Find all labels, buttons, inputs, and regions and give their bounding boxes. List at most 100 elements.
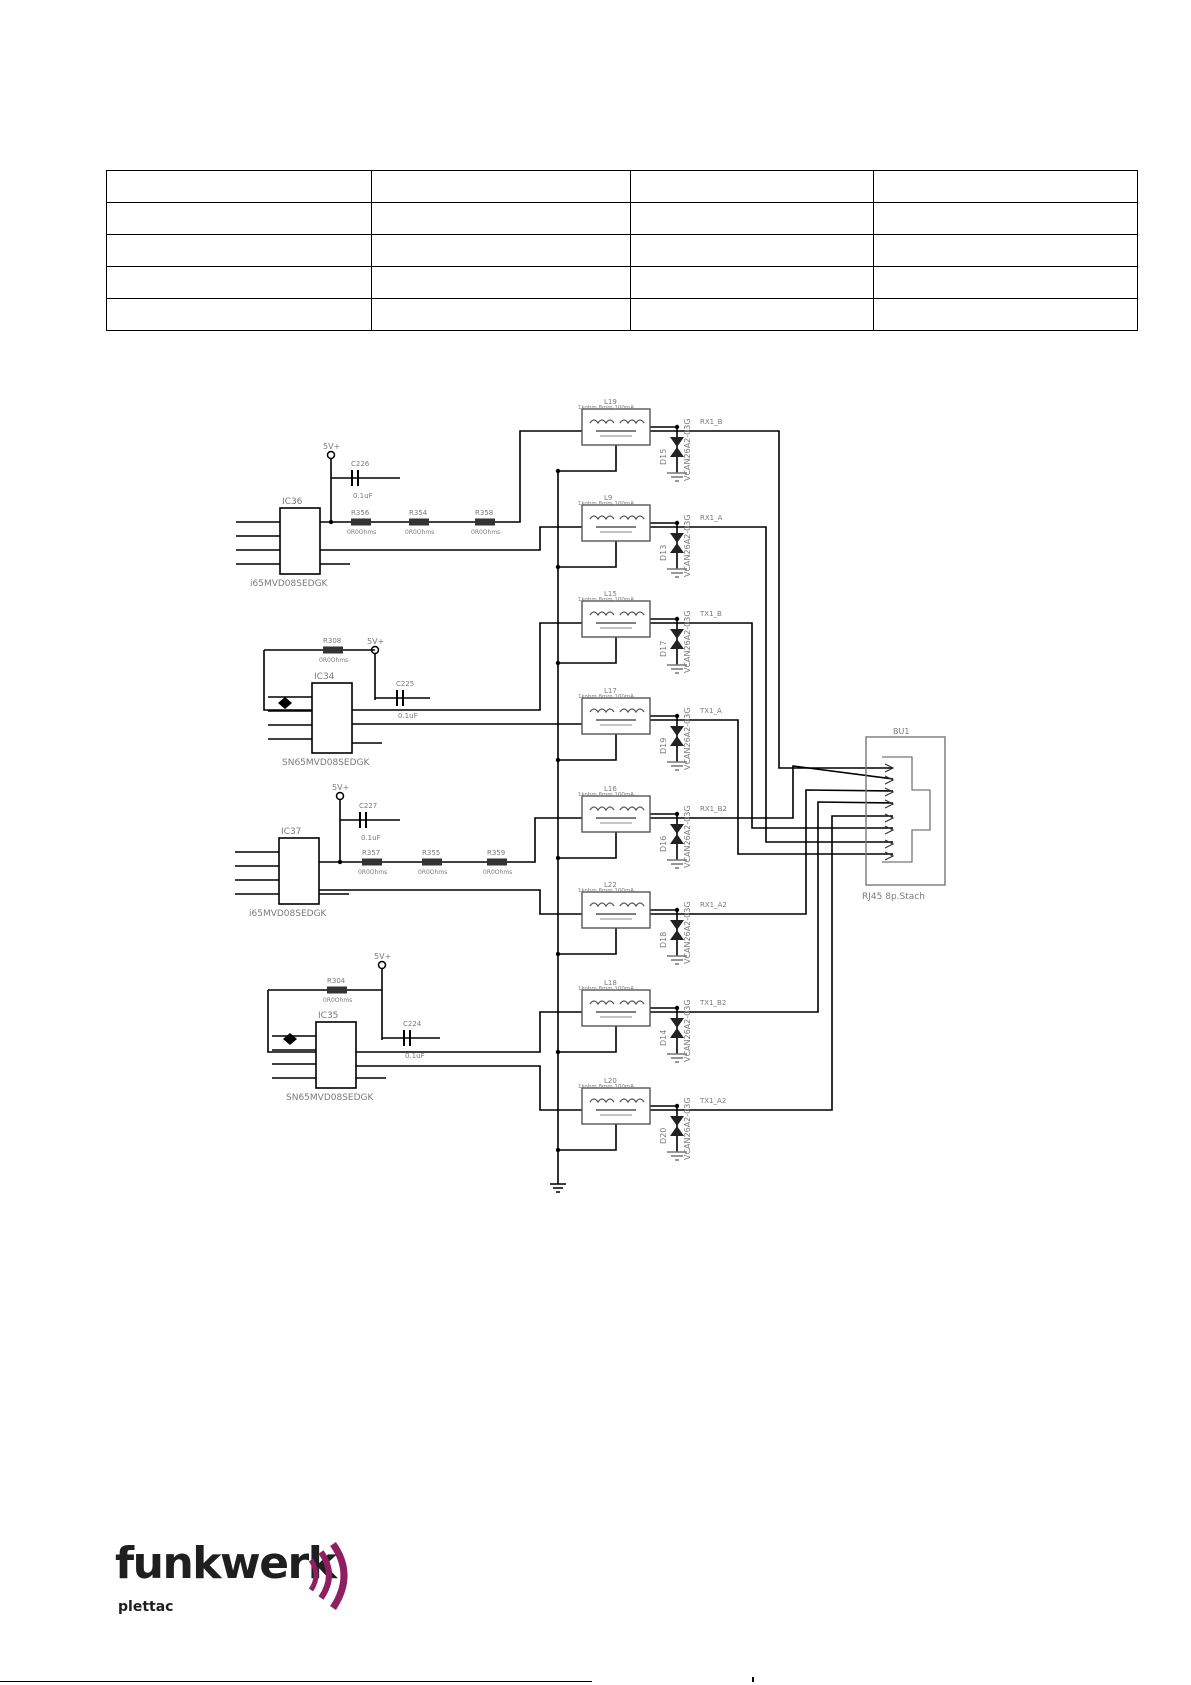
ic-part: SN65MVD08SEDGK: [286, 1093, 375, 1103]
transformer-ref: L20: [604, 1077, 617, 1085]
diode-part: VCAN26A2-03G: [683, 901, 692, 964]
transformer-value: 1kohm 8mm 100mA: [578, 501, 634, 507]
wire: [558, 445, 617, 472]
resistor: [475, 518, 495, 526]
diode-ref: D17: [659, 641, 668, 657]
capacitor-value: 0.1uF: [405, 1052, 425, 1060]
connector-pin: [884, 775, 895, 785]
transformer-coil: [589, 515, 645, 521]
junction-dot: [674, 616, 680, 622]
resistor: [327, 986, 347, 994]
transformer-value: 1kohm 8mm 100mA: [578, 694, 634, 700]
resistor-ref: R356: [351, 509, 370, 517]
transformer-coil: [589, 902, 645, 908]
transformer: [581, 989, 651, 1027]
wire: [320, 526, 582, 551]
supply-icon: [377, 960, 387, 970]
net-label: TX1_B: [699, 610, 722, 618]
net-label: TX1_B2: [699, 999, 726, 1007]
capacitor-ref: C226: [351, 460, 370, 468]
connector-pin: [884, 813, 895, 823]
ic-ref: IC36: [282, 497, 303, 507]
connector-pin: [884, 839, 895, 849]
resistor-value: 0R0Ohms: [358, 869, 387, 876]
junction-dot: [555, 951, 561, 957]
logo-wordmark: funkwerk: [115, 1538, 337, 1589]
net-label: RX1_B: [700, 418, 723, 426]
ground-icon: [667, 1053, 687, 1063]
resistor-ref: R304: [327, 977, 346, 985]
ground-icon: [667, 859, 687, 869]
junction-dot: [555, 855, 561, 861]
junction-dot: [674, 520, 680, 526]
wire: [558, 928, 617, 955]
signal-diamond-icon: [283, 1033, 297, 1045]
ground-icon: [667, 568, 687, 578]
wire: [267, 990, 316, 1053]
wire: [650, 815, 893, 1111]
transformer-value: 1kohm 8mm 100mA: [578, 792, 634, 798]
wire: [650, 622, 893, 829]
wire: [558, 541, 617, 568]
transformer-ref: L16: [604, 785, 617, 793]
junction-dot: [555, 757, 561, 763]
table-row: [106, 298, 1138, 331]
transformer-ref: L19: [604, 398, 617, 406]
logo-subtitle: plettac: [118, 1599, 174, 1615]
wire: [650, 789, 894, 915]
transformer-coil: [589, 419, 645, 425]
junction-dot: [674, 1005, 680, 1011]
supply-icon: [335, 791, 345, 801]
capacitor-value: 0.1uF: [353, 492, 373, 500]
diode-part: VCAN26A2-03G: [683, 999, 692, 1062]
transformer-ref: L18: [604, 979, 617, 987]
connector-pin: [884, 799, 895, 809]
ic-package: [315, 1021, 357, 1089]
ic-ref: IC35: [318, 1011, 338, 1021]
wire: [352, 622, 582, 711]
connector-ref: BU1: [893, 727, 909, 736]
transformer: [581, 504, 651, 542]
transformer-ref: L15: [604, 590, 617, 598]
capacitor: [403, 1030, 411, 1046]
transformer-value: 1kohm 8mm 100mA: [578, 1084, 634, 1090]
ground-icon: [667, 761, 687, 771]
ic-package: [279, 507, 321, 575]
capacitor: [351, 470, 359, 486]
ground-icon: [667, 472, 687, 482]
resistor-ref: R355: [422, 849, 440, 857]
supply-icon: [370, 645, 380, 655]
wire: [319, 817, 582, 863]
ic-package: [311, 682, 353, 754]
wire: [650, 801, 894, 1013]
tvs-diode-icon: [670, 824, 684, 844]
transformer-value: 1kohm 8mm 100mA: [578, 405, 634, 411]
resistor-ref: R358: [475, 509, 493, 517]
wire: [558, 637, 617, 664]
connector-pin: [884, 825, 895, 835]
junction-dot: [555, 564, 561, 570]
wire: [319, 889, 582, 915]
connector-pin: [884, 787, 895, 797]
transformer-ref: L9: [604, 494, 612, 502]
diode-part: VCAN26A2-03G: [683, 418, 692, 481]
wire: [558, 832, 617, 859]
tvs-diode-icon: [670, 1116, 684, 1136]
wire: [356, 1011, 582, 1053]
wire: [558, 1026, 617, 1053]
transformer: [581, 408, 651, 446]
resistor: [351, 518, 371, 526]
diode-part: VCAN26A2-03G: [683, 805, 692, 868]
diode-part: VCAN26A2-03G: [683, 707, 692, 770]
resistor-value: 0R0Ohms: [483, 869, 512, 876]
diode-part: VCAN26A2-03G: [683, 514, 692, 577]
ic-part: i65MVD08SEDGK: [250, 579, 329, 589]
tvs-diode-icon: [670, 629, 684, 649]
diode-ref: D19: [659, 738, 668, 754]
junction-dot: [555, 660, 561, 666]
resistor-value: 0R0Ohms: [323, 997, 352, 1004]
connector-pin: [884, 851, 895, 861]
resistor-value: 0R0Ohms: [347, 529, 376, 536]
diode-ref: D14: [659, 1030, 668, 1046]
diode-ref: D20: [659, 1128, 668, 1144]
